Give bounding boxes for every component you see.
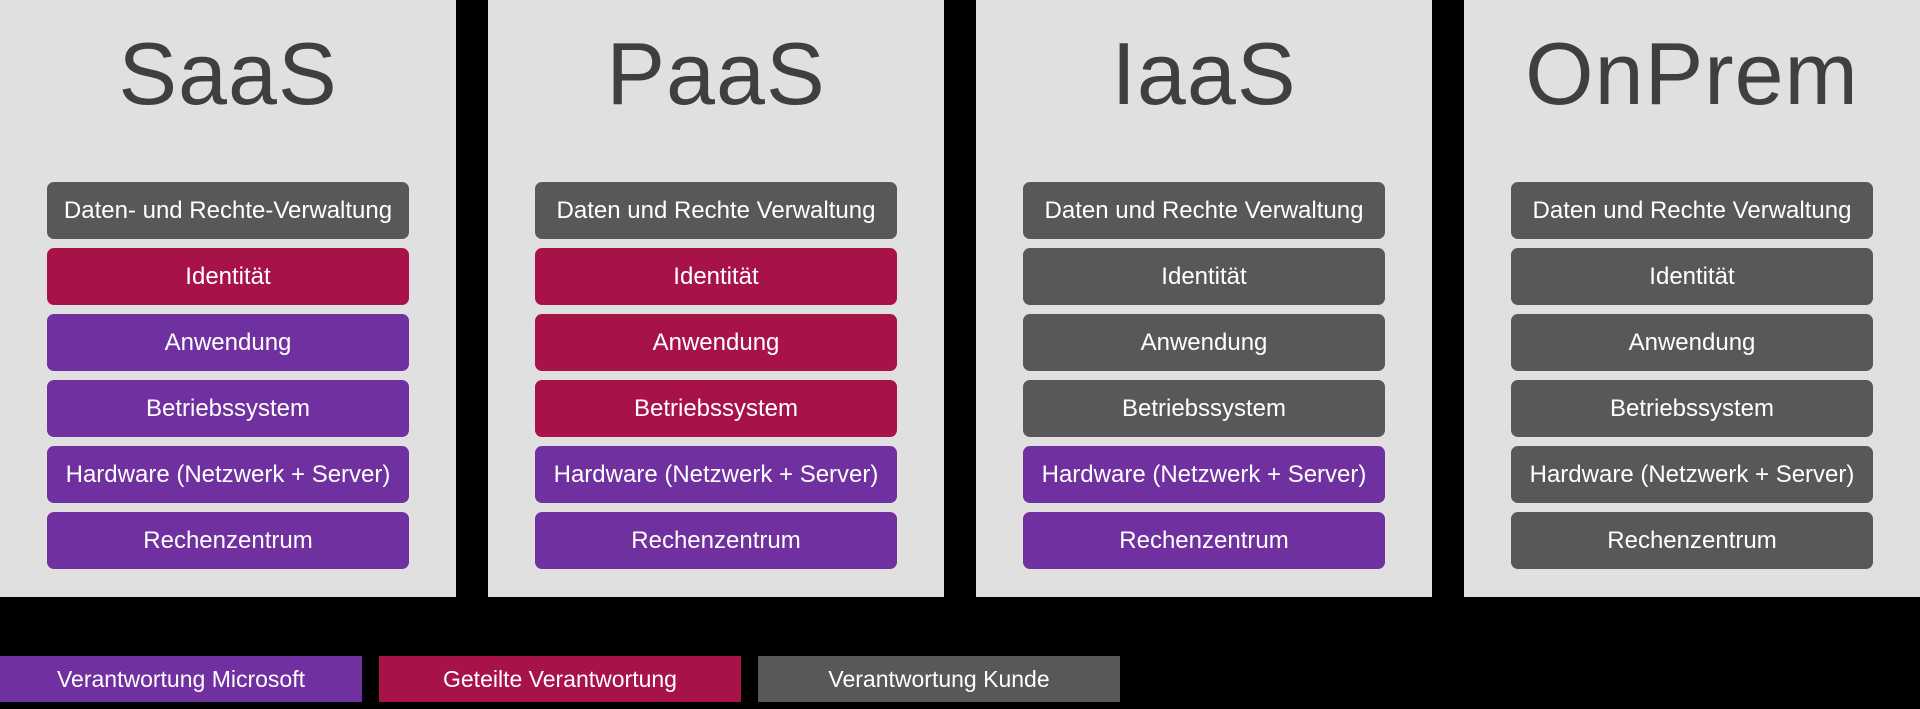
saas-layer-stack: Daten- und Rechte-Verwaltung Identität A… (47, 182, 409, 569)
layer-row: Hardware (Netzwerk + Server) (1023, 446, 1385, 503)
iaas-column-title: IaaS (1111, 24, 1297, 123)
layer-row: Betriebssystem (1023, 380, 1385, 437)
onprem-column-title: OnPrem (1525, 24, 1859, 123)
paas-layer-stack: Daten und Rechte Verwaltung Identität An… (535, 182, 897, 569)
layer-row: Rechenzentrum (535, 512, 897, 569)
layer-row: Rechenzentrum (1023, 512, 1385, 569)
layer-row: Anwendung (47, 314, 409, 371)
layer-row: Betriebssystem (1511, 380, 1873, 437)
iaas-layer-stack: Daten und Rechte Verwaltung Identität An… (1023, 182, 1385, 569)
saas-column: SaaS Daten- und Rechte-Verwaltung Identi… (0, 0, 456, 597)
layer-row: Hardware (Netzwerk + Server) (1511, 446, 1873, 503)
layer-row: Identität (1511, 248, 1873, 305)
legend: Verantwortung Microsoft Geteilte Verantw… (0, 656, 1120, 702)
layer-row: Betriebssystem (535, 380, 897, 437)
onprem-column: OnPrem Daten und Rechte Verwaltung Ident… (1464, 0, 1920, 597)
layer-row: Anwendung (1511, 314, 1873, 371)
layer-row: Betriebssystem (47, 380, 409, 437)
paas-column: PaaS Daten und Rechte Verwaltung Identit… (488, 0, 944, 597)
layer-row: Hardware (Netzwerk + Server) (535, 446, 897, 503)
layer-row: Rechenzentrum (1511, 512, 1873, 569)
legend-item-customer: Verantwortung Kunde (758, 656, 1120, 702)
legend-item-shared: Geteilte Verantwortung (379, 656, 741, 702)
layer-row: Hardware (Netzwerk + Server) (47, 446, 409, 503)
iaas-column: IaaS Daten und Rechte Verwaltung Identit… (976, 0, 1432, 597)
layer-row: Daten- und Rechte-Verwaltung (47, 182, 409, 239)
layer-row: Identität (535, 248, 897, 305)
layer-row: Anwendung (535, 314, 897, 371)
saas-column-title: SaaS (118, 24, 338, 123)
legend-item-microsoft: Verantwortung Microsoft (0, 656, 362, 702)
layer-row: Daten und Rechte Verwaltung (535, 182, 897, 239)
layer-row: Daten und Rechte Verwaltung (1023, 182, 1385, 239)
layer-row: Daten und Rechte Verwaltung (1511, 182, 1873, 239)
layer-row: Identität (1023, 248, 1385, 305)
layer-row: Identität (47, 248, 409, 305)
paas-column-title: PaaS (606, 24, 826, 123)
layer-row: Rechenzentrum (47, 512, 409, 569)
onprem-layer-stack: Daten und Rechte Verwaltung Identität An… (1511, 182, 1873, 569)
layer-row: Anwendung (1023, 314, 1385, 371)
